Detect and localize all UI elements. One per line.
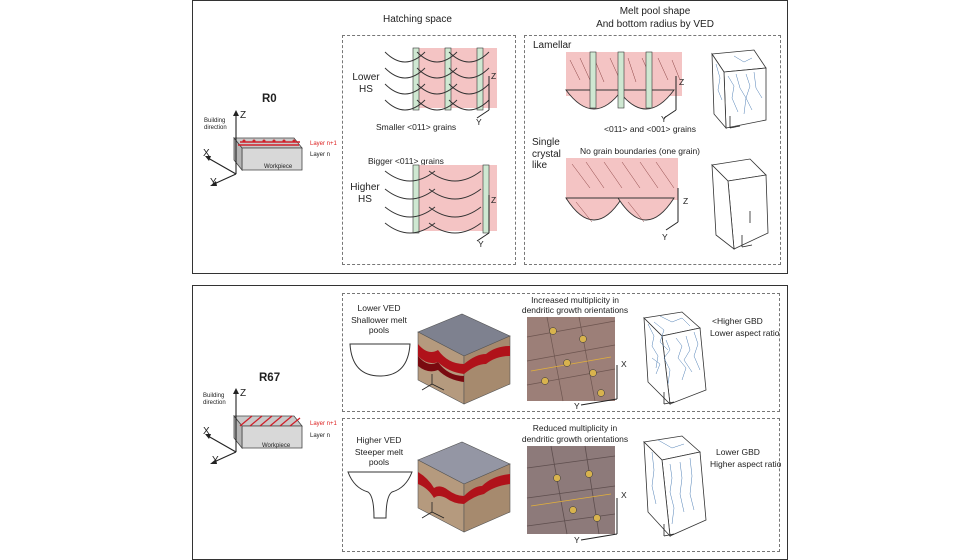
hatching-title: Hatching space [383,14,452,25]
r0-axis-y: Y [210,177,217,188]
hatching-box [342,35,516,265]
reduced-ebsd-map [526,445,618,541]
r67-building-direction: Building direction [203,393,226,406]
higher-ved-box [342,418,780,552]
higher-gbd-label: <Higher GBD [712,316,763,326]
r0-building-direction: Building direction [204,118,227,131]
r67-axis-x: X [203,426,210,437]
single-crystal-axis-y: Y [662,232,668,242]
lamellar-label: Lamellar [533,40,572,51]
shallower-label: Shallower melt pools [351,315,407,335]
meltpool-title-2: And bottom radius by VED [596,19,714,30]
lamellar-axis-z: Z [679,77,685,87]
single-crystal-meltpools [565,158,679,231]
r67-workpiece: Workpiece [262,443,291,449]
lower-hs-meltpools [384,47,497,119]
steep-meltpool-3d-block [417,441,511,533]
r67-workpiece-diagram [205,388,303,464]
lower-hs-axis-y: Y [476,117,482,127]
single-crystal-grain-block [711,158,769,250]
reduced-label-2: dendritic growth orientations [521,434,629,444]
r0-workpiece-diagram [205,110,303,186]
higher-hs-axis-y: Y [478,239,484,249]
reduced-axis-x: X [621,490,627,500]
lower-gbd-grain-block [643,435,707,538]
meltpool-box [524,35,781,265]
r0-workpiece: Workpiece [264,164,293,170]
higher-gbd-grain-block [643,311,707,406]
steep-meltpool-shape [347,471,413,519]
r0-layer-n: Layer n [310,152,331,158]
smaller-grains-label: Smaller <011> grains [376,122,457,132]
reduced-axis-y: Y [574,535,580,545]
lamellar-axis-y: Y [661,114,667,124]
lamellar-meltpools [565,51,682,119]
higher-hs-meltpools [384,164,497,242]
single-crystal-label: Single crystal like [532,137,561,171]
r67-axis-y: Y [212,455,219,466]
r0-layer-n1: Layer n+1 [310,141,337,147]
higher-ved-label: Higher VED [356,435,402,445]
increased-axis-x: X [621,359,627,369]
steeper-label: Steeper melt pools [354,447,404,467]
increased-axis-y: Y [574,401,580,411]
increased-label-1: Increased multiplicity in [531,295,619,305]
r0-label: R0 [262,93,277,105]
no-boundaries-label: No grain boundaries (one grain) [580,146,701,156]
lower-ar-label: Lower aspect ratio [710,328,780,338]
lamellar-grains-label: <011> and <001> grains [604,124,697,134]
lower-ved-box [342,293,780,412]
higher-ar-label: Higher aspect ratio [710,459,782,469]
increased-ebsd-map [526,316,618,406]
r67-layer-n: Layer n [310,433,331,439]
r67-label: R67 [259,372,281,384]
r0-axis-x: X [203,148,210,159]
r67-layer-n1: Layer n+1 [310,421,337,427]
lower-hs-axis-z: Z [491,71,497,81]
shallow-meltpool-shape [349,343,411,377]
lamellar-grain-block [711,49,767,130]
lower-hs-label: Lower HS [352,72,380,95]
higher-hs-axis-z: Z [491,195,497,205]
meltpool-title-1: Melt pool shape [619,6,691,17]
bigger-grains-label: Bigger <011> grains [368,156,444,166]
r0-axis-z: Z [240,110,247,121]
increased-label-2: dendritic growth orientations [521,305,629,315]
higher-hs-label: Higher HS [350,182,380,205]
lower-gbd-label: Lower GBD [716,447,760,457]
r67-axis-z: Z [240,388,247,399]
reduced-label-1: Reduced multiplicity in [532,423,618,433]
shallow-meltpool-3d-block [417,313,511,405]
lower-ved-label: Lower VED [357,303,401,313]
single-crystal-axis-z: Z [683,196,689,206]
